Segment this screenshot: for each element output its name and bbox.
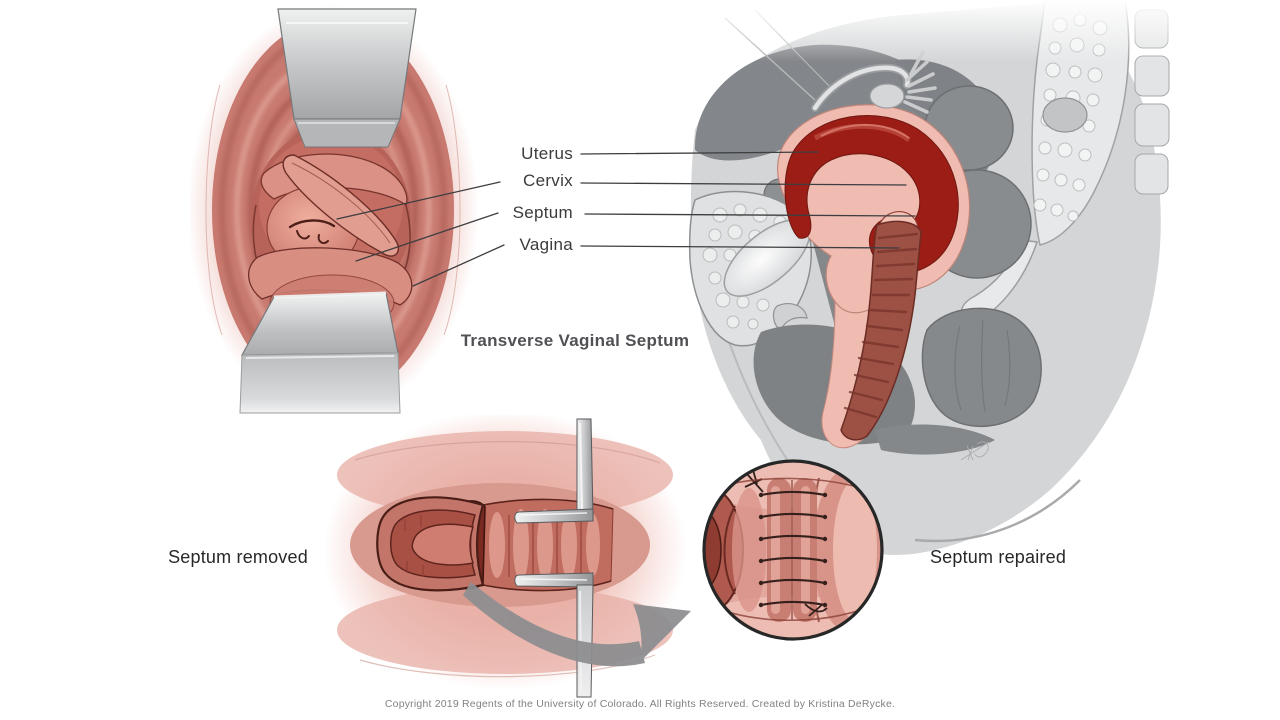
fallopian-tube-fimbriae [724,9,937,114]
suture-knots [744,469,828,617]
septum-repaired-illustration [702,459,884,641]
suture-knot-dots [758,492,828,608]
top-fade [665,0,1170,62]
upper-retractor [514,418,594,524]
upper-vagina-fork [376,496,485,592]
septum-removed-illustration [325,415,691,698]
caption-septum-removed: Septum removed [168,547,308,567]
curved-arrow-icon [463,582,691,667]
suture-stitches [760,490,826,607]
label-cervix: Cervix [523,171,573,190]
label-uterus: Uterus [521,144,573,163]
inset-left-fold [704,487,766,613]
sutured-septum-site [767,478,817,622]
sagittal-pelvis-illustration [665,0,1170,555]
speculum-lower-blade [239,291,401,414]
vaginal-septum-canal [840,220,922,441]
lower-retractor [514,572,594,698]
speculum-upper-blade [277,8,417,148]
figure-title: Transverse Vaginal Septum [460,331,690,350]
label-septum: Septum [512,203,573,222]
label-vagina: Vagina [519,235,573,254]
caption-septum-repaired: Septum repaired [929,547,1067,567]
vaginal-canal-ribbed [482,498,614,592]
artist-signature [960,441,990,461]
speculum-view-illustration [190,5,479,415]
inset-circle-border [702,459,884,641]
copyright-notice: Copyright 2019 Regents of the University… [384,698,896,710]
